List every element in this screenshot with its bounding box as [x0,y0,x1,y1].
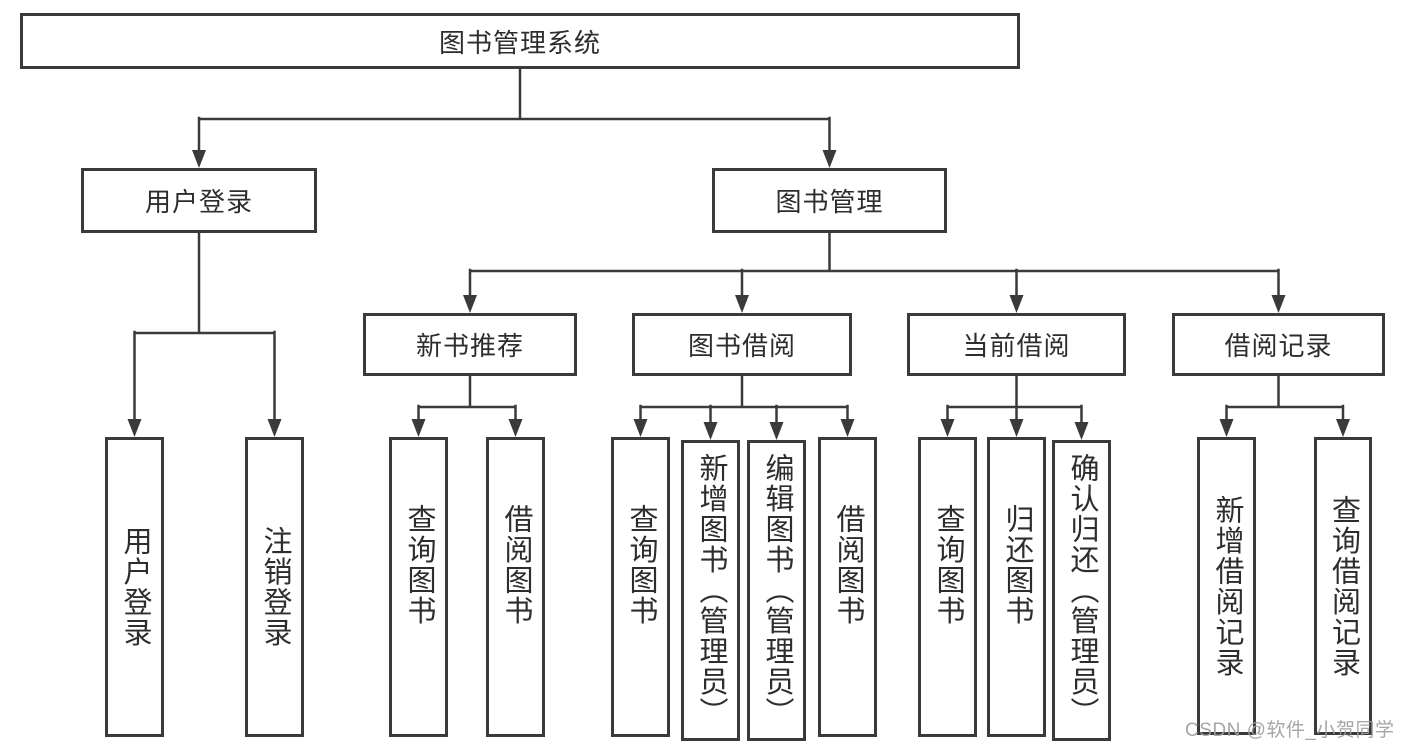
node-borrowing-records: 借阅记录 [1172,313,1385,376]
node-book-borrowing: 图书借阅 [632,313,852,376]
node-current-borrowing: 当前借阅 [907,313,1126,376]
node-label: 新书推荐 [415,331,524,361]
arrowheads [127,150,1350,440]
node-label: 当前借阅 [962,331,1071,361]
leaf-query-books-current: 查询图书 [918,437,977,737]
leaf-edit-books-admin: 编辑图书（管理员） [747,440,806,741]
leaf-confirm-return-admin: 确认归还（管理员） [1052,440,1111,741]
node-label: 借阅记录 [1224,331,1333,361]
node-library-management-system: 图书管理系统 [20,13,1020,69]
node-label: 用户登录 [144,187,253,217]
node-label: 图书管理系统 [438,27,601,58]
leaf-label: 借阅图书 [500,504,532,626]
node-user-login: 用户登录 [81,168,317,233]
leaf-label: 确认归还（管理员） [1066,453,1098,728]
leaf-query-books-recommend: 查询图书 [389,437,448,737]
leaf-label: 归还图书 [1001,504,1033,626]
node-label: 图书借阅 [687,331,796,361]
leaf-label: 借阅图书 [832,504,864,626]
leaf-label: 查询图书 [932,504,964,626]
node-label: 图书管理 [775,187,884,217]
leaf-label: 注销登录 [259,526,291,648]
leaf-borrow-books-recommend: 借阅图书 [486,437,545,737]
watermark-csdn: CSDN @软件_小贺同学 [1185,720,1395,741]
node-new-book-recommendation: 新书推荐 [363,313,577,376]
leaf-add-borrow-record: 新增借阅记录 [1197,437,1256,735]
leaf-query-books-borrow: 查询图书 [611,437,670,737]
leaf-label: 编辑图书（管理员） [761,453,793,728]
leaf-label: 新增借阅记录 [1211,494,1243,678]
leaf-add-books-admin: 新增图书（管理员） [681,440,740,741]
leaf-return-books: 归还图书 [987,437,1046,737]
node-book-management: 图书管理 [712,168,947,233]
leaf-label: 新增图书（管理员） [695,453,727,728]
leaf-user-login: 用户登录 [105,437,164,737]
leaf-label: 查询图书 [403,504,435,626]
leaf-label: 查询借阅记录 [1327,494,1360,678]
leaf-label: 用户登录 [119,526,151,648]
leaf-query-borrow-record: 查询借阅记录 [1314,437,1372,735]
leaf-borrow-books: 借阅图书 [818,437,877,737]
leaf-label: 查询图书 [625,504,657,626]
leaf-logout-login: 注销登录 [245,437,304,737]
